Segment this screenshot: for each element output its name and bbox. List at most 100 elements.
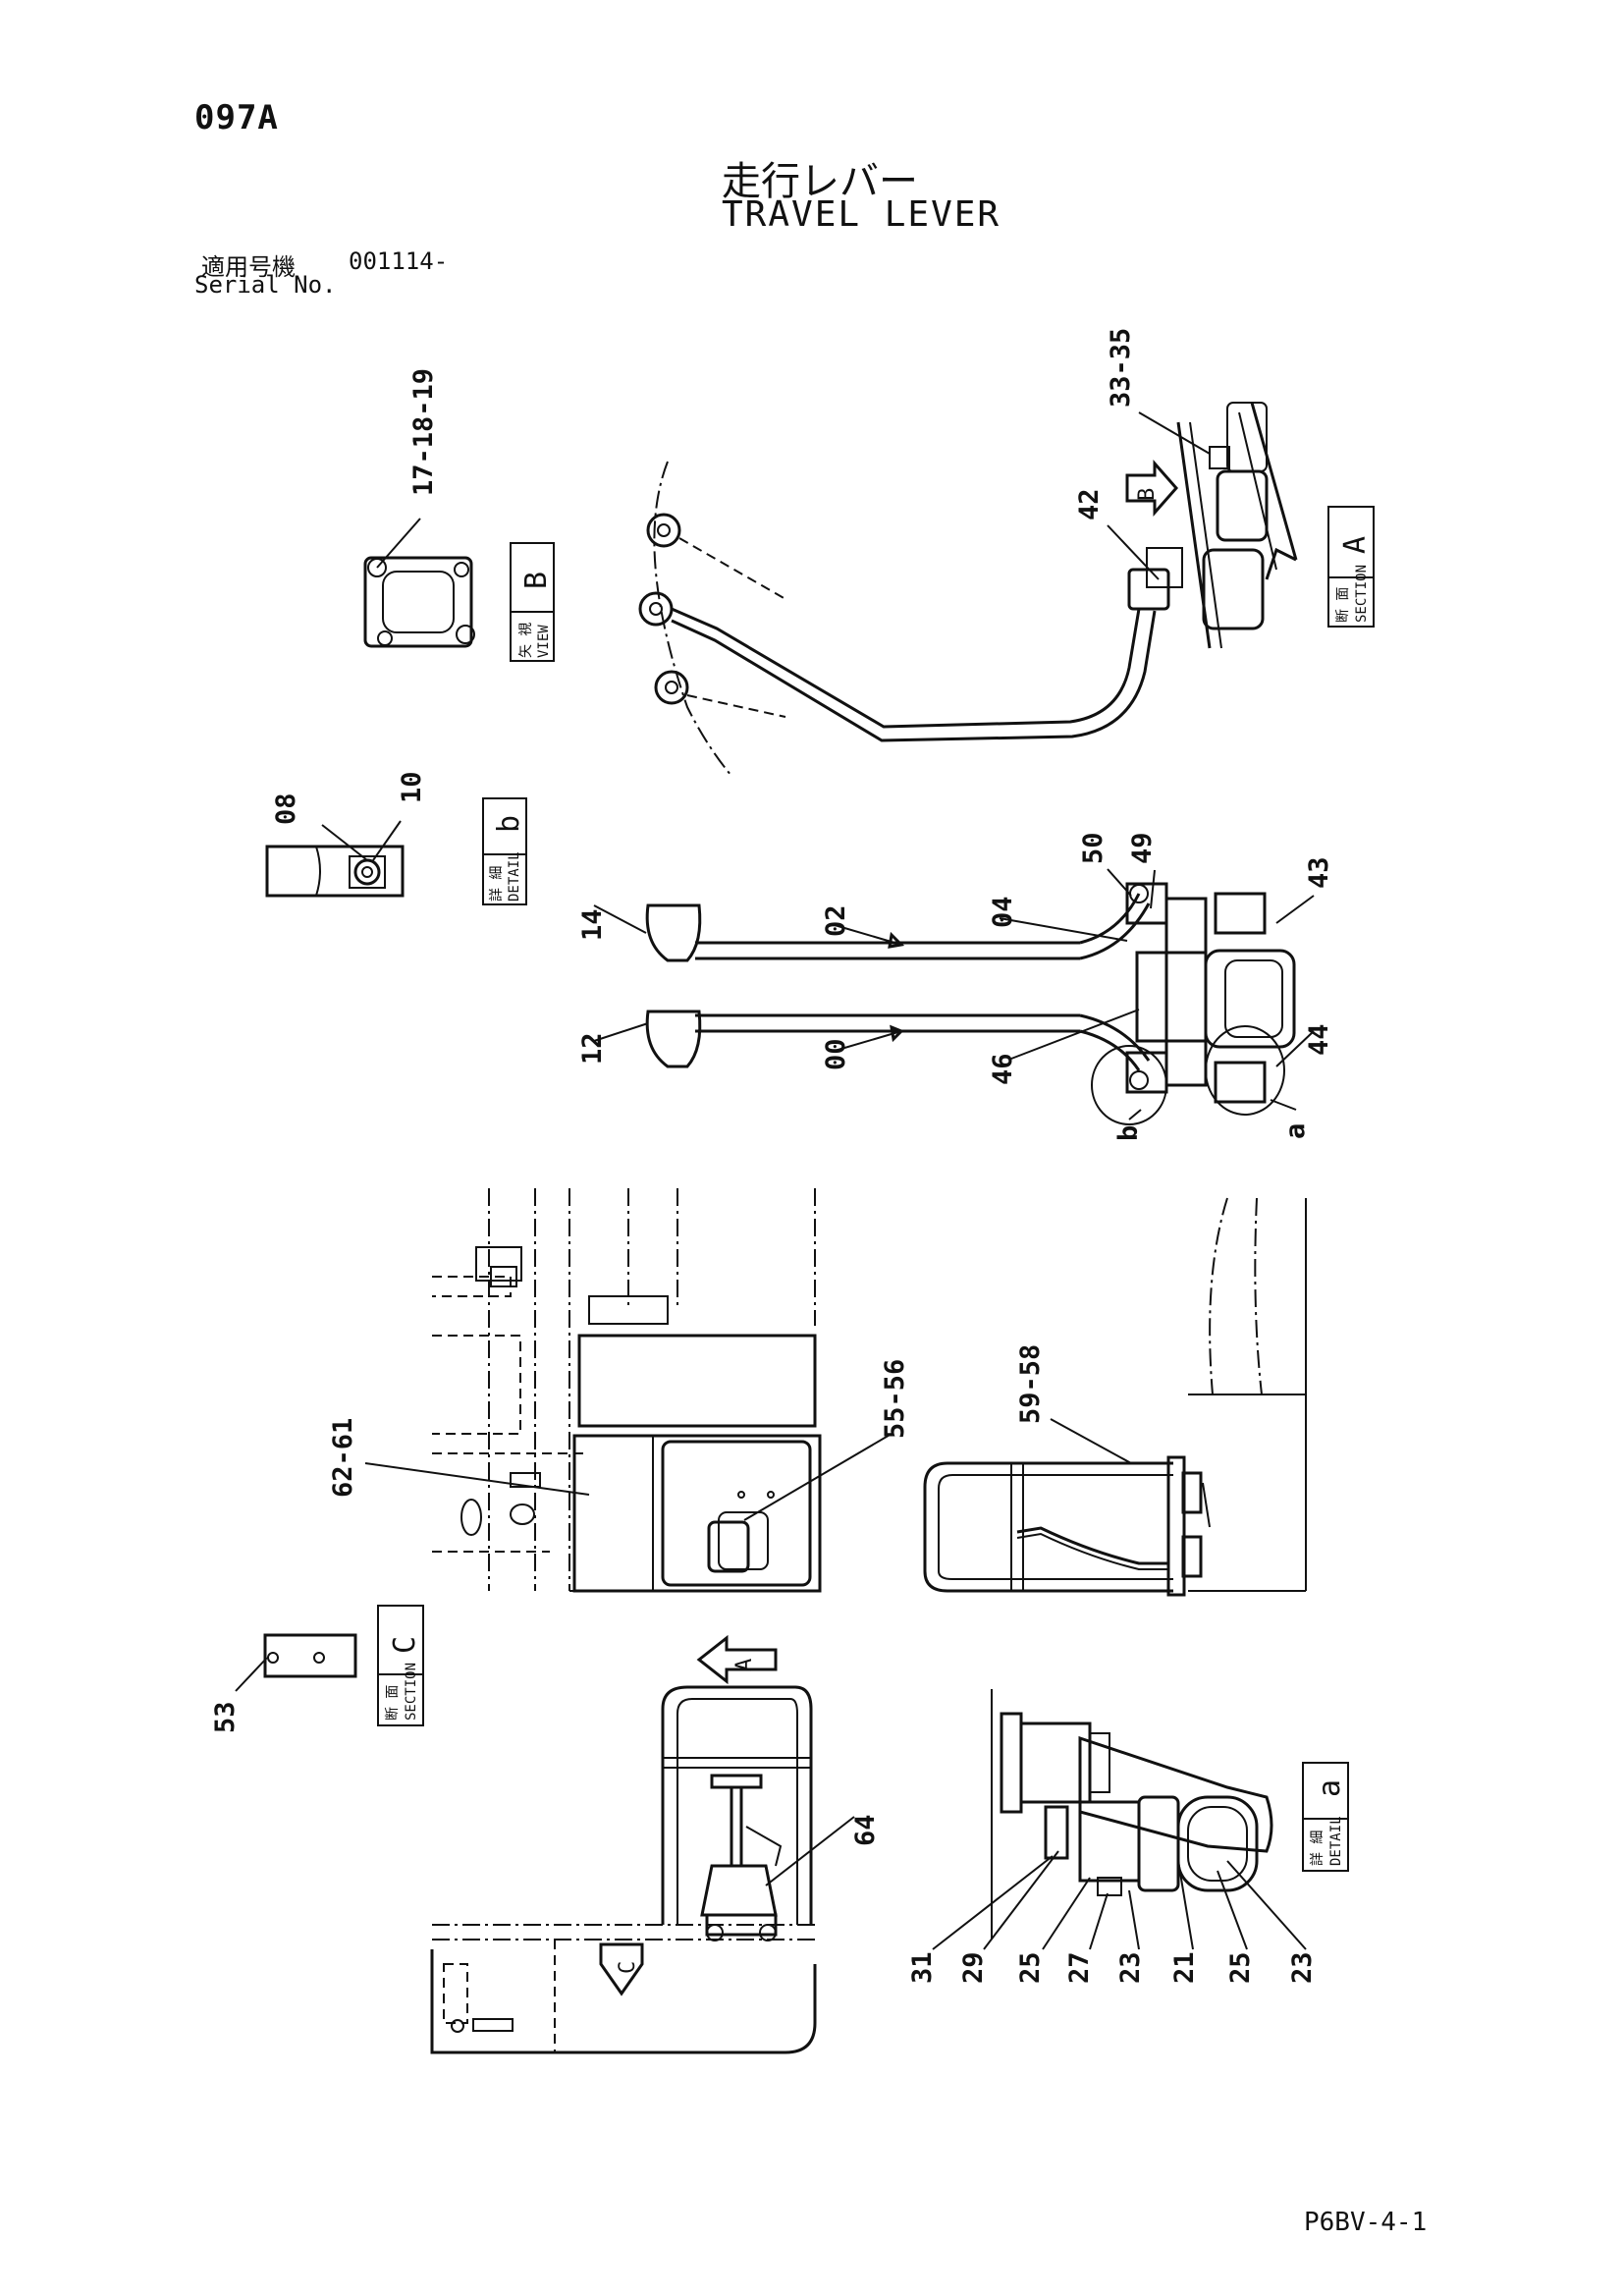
svg-text:詳 細: 詳 細: [489, 866, 505, 902]
callout-53: 53: [210, 1701, 241, 1733]
callout-00: 00: [821, 1024, 904, 1070]
callout-17-19: 17-18-19: [408, 368, 439, 496]
callout-02: 02: [821, 904, 905, 949]
svg-text:C: C: [616, 1961, 640, 1974]
title-japanese: 走行レバー: [722, 159, 918, 204]
callout-64: 64: [765, 1814, 881, 1886]
serial-value: 001114-: [349, 247, 449, 275]
callout-33-35: 33-35: [1106, 328, 1211, 455]
svg-text:21: 21: [1169, 1951, 1200, 1984]
callout-43: 43: [1275, 856, 1334, 924]
handrail-side-view: [923, 1197, 1307, 1597]
callout-27: 27: [1064, 1951, 1095, 1984]
detail-a-part: [932, 1689, 1307, 1950]
callout-55-56: 55-56: [743, 1359, 910, 1521]
arrow-c: C: [599, 1942, 644, 1996]
callout-08: 08: [271, 793, 301, 825]
svg-text:SECTION: SECTION: [1354, 565, 1370, 623]
svg-text:10: 10: [397, 771, 427, 803]
callout-14: 14: [577, 904, 647, 941]
svg-text:27: 27: [1064, 1951, 1095, 1984]
view-b-cover: [363, 518, 475, 648]
svg-text:50: 50: [1078, 832, 1109, 864]
lever-front-view: [645, 882, 1296, 1125]
svg-text:B: B: [519, 572, 554, 589]
page-code: 097A: [194, 98, 279, 137]
svg-text:b: b: [492, 815, 526, 833]
section-box-c: C 断 面 SECTION: [377, 1605, 424, 1726]
svg-text:断 面: 断 面: [1335, 587, 1351, 623]
svg-text:42: 42: [1074, 488, 1105, 520]
cab-plan-view: [432, 1188, 822, 1593]
svg-text:49: 49: [1127, 832, 1158, 864]
callout-04: 04: [988, 896, 1128, 942]
svg-text:断 面: 断 面: [385, 1685, 401, 1721]
callout-44: 44: [1275, 1023, 1334, 1067]
callout-50: 50: [1078, 832, 1132, 897]
arrow-a: A: [696, 1634, 778, 1685]
callout-62-61: 62-61: [328, 1418, 590, 1498]
svg-text:43: 43: [1304, 856, 1334, 889]
svg-text:25: 25: [1225, 1951, 1256, 1984]
callout-29: 29: [958, 1951, 989, 1984]
callout-b: b: [1113, 1109, 1144, 1141]
view-box-b: B 矢 視 VIEW: [510, 542, 555, 662]
callout-49: 49: [1127, 832, 1158, 909]
callout-25b: 25: [1225, 1951, 1256, 1984]
svg-text:55-56: 55-56: [880, 1359, 910, 1439]
footer-code: P6BV-4-1: [1304, 2208, 1428, 2237]
section-box-a: A 断 面 SECTION: [1327, 506, 1375, 628]
svg-text:B: B: [1135, 488, 1160, 501]
svg-text:矢 視: 矢 視: [518, 623, 534, 658]
detail-box-b: b 詳 細 DETAIL: [482, 797, 527, 905]
arrow-b: B: [1125, 460, 1178, 517]
svg-text:23: 23: [1115, 1951, 1146, 1984]
svg-text:44: 44: [1304, 1023, 1334, 1056]
svg-text:00: 00: [821, 1038, 851, 1070]
callout-12: 12: [577, 1022, 649, 1065]
callout-21: 21: [1169, 1951, 1200, 1984]
callout-a: a: [1270, 1099, 1311, 1139]
svg-text:VIEW: VIEW: [536, 625, 552, 658]
svg-text:C: C: [388, 1636, 422, 1654]
svg-text:02: 02: [821, 904, 851, 937]
svg-text:25: 25: [1015, 1951, 1046, 1984]
svg-text:04: 04: [988, 896, 1018, 928]
svg-text:A: A: [1338, 536, 1373, 554]
svg-text:DETAIL: DETAIL: [507, 851, 522, 902]
title-english: TRAVEL LEVER: [722, 194, 1001, 235]
callout-25a: 25: [1015, 1951, 1046, 1984]
callout-23a: 23: [1115, 1951, 1146, 1984]
serial-label-english: Serial No.: [194, 271, 337, 299]
svg-text:A: A: [732, 1659, 757, 1671]
svg-text:29: 29: [958, 1951, 989, 1984]
svg-text:08: 08: [271, 793, 301, 825]
svg-text:b: b: [1113, 1125, 1144, 1141]
svg-text:64: 64: [850, 1814, 881, 1846]
callout-31: 31: [907, 1951, 938, 1984]
detail-box-a: a 詳 細 DETAIL: [1302, 1762, 1349, 1872]
svg-text:62-61: 62-61: [328, 1418, 358, 1498]
section-a-lever: [638, 402, 1298, 777]
svg-text:a: a: [1313, 1779, 1347, 1797]
svg-text:31: 31: [907, 1951, 938, 1984]
svg-text:53: 53: [210, 1701, 241, 1733]
svg-text:DETAIL: DETAIL: [1328, 1816, 1344, 1866]
callout-59-58: 59-58: [1015, 1344, 1132, 1464]
callout-23b: 23: [1287, 1951, 1318, 1984]
svg-text:14: 14: [577, 908, 608, 941]
svg-text:59-58: 59-58: [1015, 1344, 1046, 1424]
svg-text:詳 細: 詳 細: [1310, 1831, 1325, 1866]
svg-text:23: 23: [1287, 1951, 1318, 1984]
section-c-plate: [235, 1633, 357, 1692]
svg-text:a: a: [1280, 1123, 1311, 1139]
svg-text:SECTION: SECTION: [404, 1663, 419, 1721]
svg-text:33-35: 33-35: [1106, 328, 1136, 408]
callout-10: 10: [397, 771, 427, 803]
callout-46: 46: [988, 1009, 1140, 1085]
detail-b-part: [265, 820, 405, 898]
callout-42: 42: [1074, 488, 1160, 580]
svg-text:17-18-19: 17-18-19: [408, 368, 439, 496]
cab-bottom-view: [430, 1685, 817, 2054]
